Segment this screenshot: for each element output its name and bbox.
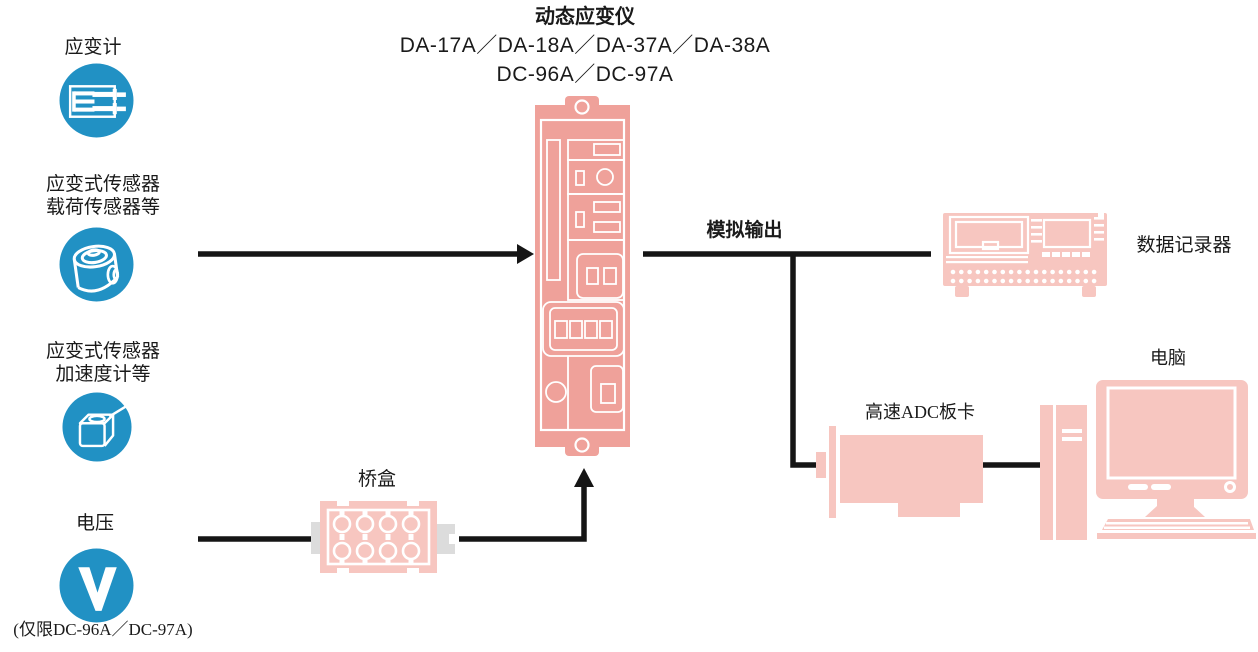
data-recorder-icon xyxy=(943,213,1107,297)
line-bridgebox-to-amplifier xyxy=(455,485,587,542)
accelerometer-label: 应变式传感器 加速度计等 xyxy=(45,341,160,385)
computer-label: 电脑 xyxy=(1150,348,1186,368)
model-list-line2: DC-96A／DC-97A xyxy=(496,63,674,86)
adc-board-label: 高速ADC板卡 xyxy=(864,402,975,422)
arrowhead-right-icon xyxy=(517,244,534,264)
analog-output-label: 模拟输出 xyxy=(706,220,783,241)
load-cell-label: 应变式传感器 载荷传感器等 xyxy=(45,174,160,218)
line-branch-to-adc xyxy=(790,254,816,468)
accelerometer-icon xyxy=(62,392,132,462)
voltage-icon xyxy=(59,548,134,623)
strain-gauge-icon xyxy=(59,63,134,138)
bridge-box-icon xyxy=(311,498,459,576)
desktop-computer-icon xyxy=(1040,380,1256,540)
adc-board-icon xyxy=(816,426,983,518)
model-list-line1: DA-17A／DA-18A／DA-37A／DA-38A xyxy=(399,34,771,57)
amplifier-module-icon xyxy=(535,96,630,456)
voltage-label: 电压 xyxy=(75,513,114,534)
bridge-box-label: 桥盒 xyxy=(357,469,396,490)
arrowhead-up-icon xyxy=(574,468,594,487)
page-title: 动态应变仪 xyxy=(535,6,635,28)
load-cell-icon xyxy=(59,227,134,302)
strain-gauge-label: 应变计 xyxy=(64,37,122,58)
data-recorder-label: 数据记录器 xyxy=(1136,235,1232,256)
voltage-model-note: (仅限DC-96A／DC-97A) xyxy=(13,620,193,639)
